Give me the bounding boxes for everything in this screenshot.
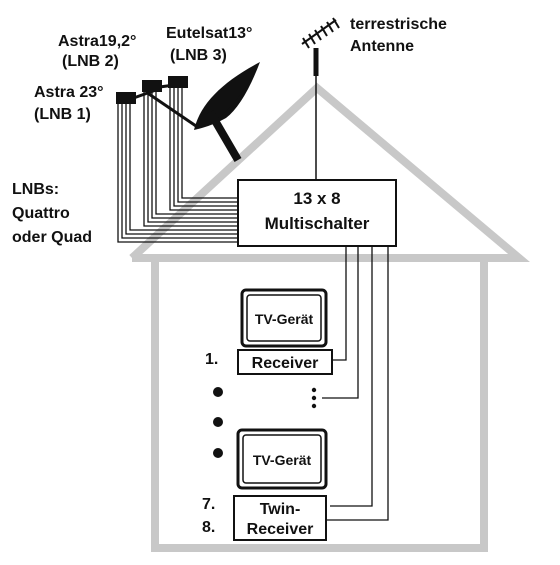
tv-set-1 [240,288,328,348]
multiswitch-line2: Multischalter [265,214,370,233]
lnb-cables [117,88,238,243]
ellipsis-dots-left [213,387,223,458]
terrestrial-antenna-icon [301,17,340,180]
multiswitch-box [237,179,397,247]
antenna-label-line2: Antenne [350,38,414,55]
receiver-1-label: Receiver [252,355,319,372]
tv-1-label: TV-Gerät [255,311,314,327]
lnb-3-icon [168,76,188,88]
house-roof [129,82,530,262]
house-outline [129,82,530,552]
tv-2-label: TV-Gerät [253,452,312,468]
astra19-lnb: (LNB 2) [62,53,119,70]
lnb-1-icon [116,92,136,104]
output-cables [322,246,389,521]
twin-receiver-line2: Receiver [247,521,314,538]
tv-set-2 [236,428,328,490]
satellite-dish-icon [127,62,260,163]
receiver-1-box [237,349,333,375]
ellipsis-dots-right [311,387,317,409]
lnb-type-line2: Quattro [12,205,70,222]
eutelsat13-name: Eutelsat13° [166,25,252,42]
receiver-1-number: 1. [205,351,218,368]
astra23-name: Astra 23° [34,84,104,101]
twin-number-7: 7. [202,496,215,513]
lnb-type-line3: oder Quad [12,229,92,246]
multiswitch-line1: 13 x 8 [293,189,340,208]
twin-receiver-box [233,495,327,541]
lnb-type-line1: LNBs: [12,181,59,198]
twin-receiver-line1: Twin- [260,501,301,518]
lnb-2-icon [142,80,162,92]
antenna-label-line1: terrestrische [350,16,447,33]
house-walls [151,262,488,552]
astra23-lnb: (LNB 1) [34,106,91,123]
twin-number-8: 8. [202,519,215,536]
eutelsat13-lnb: (LNB 3) [170,47,227,64]
astra19-name: Astra19,2° [58,33,136,50]
